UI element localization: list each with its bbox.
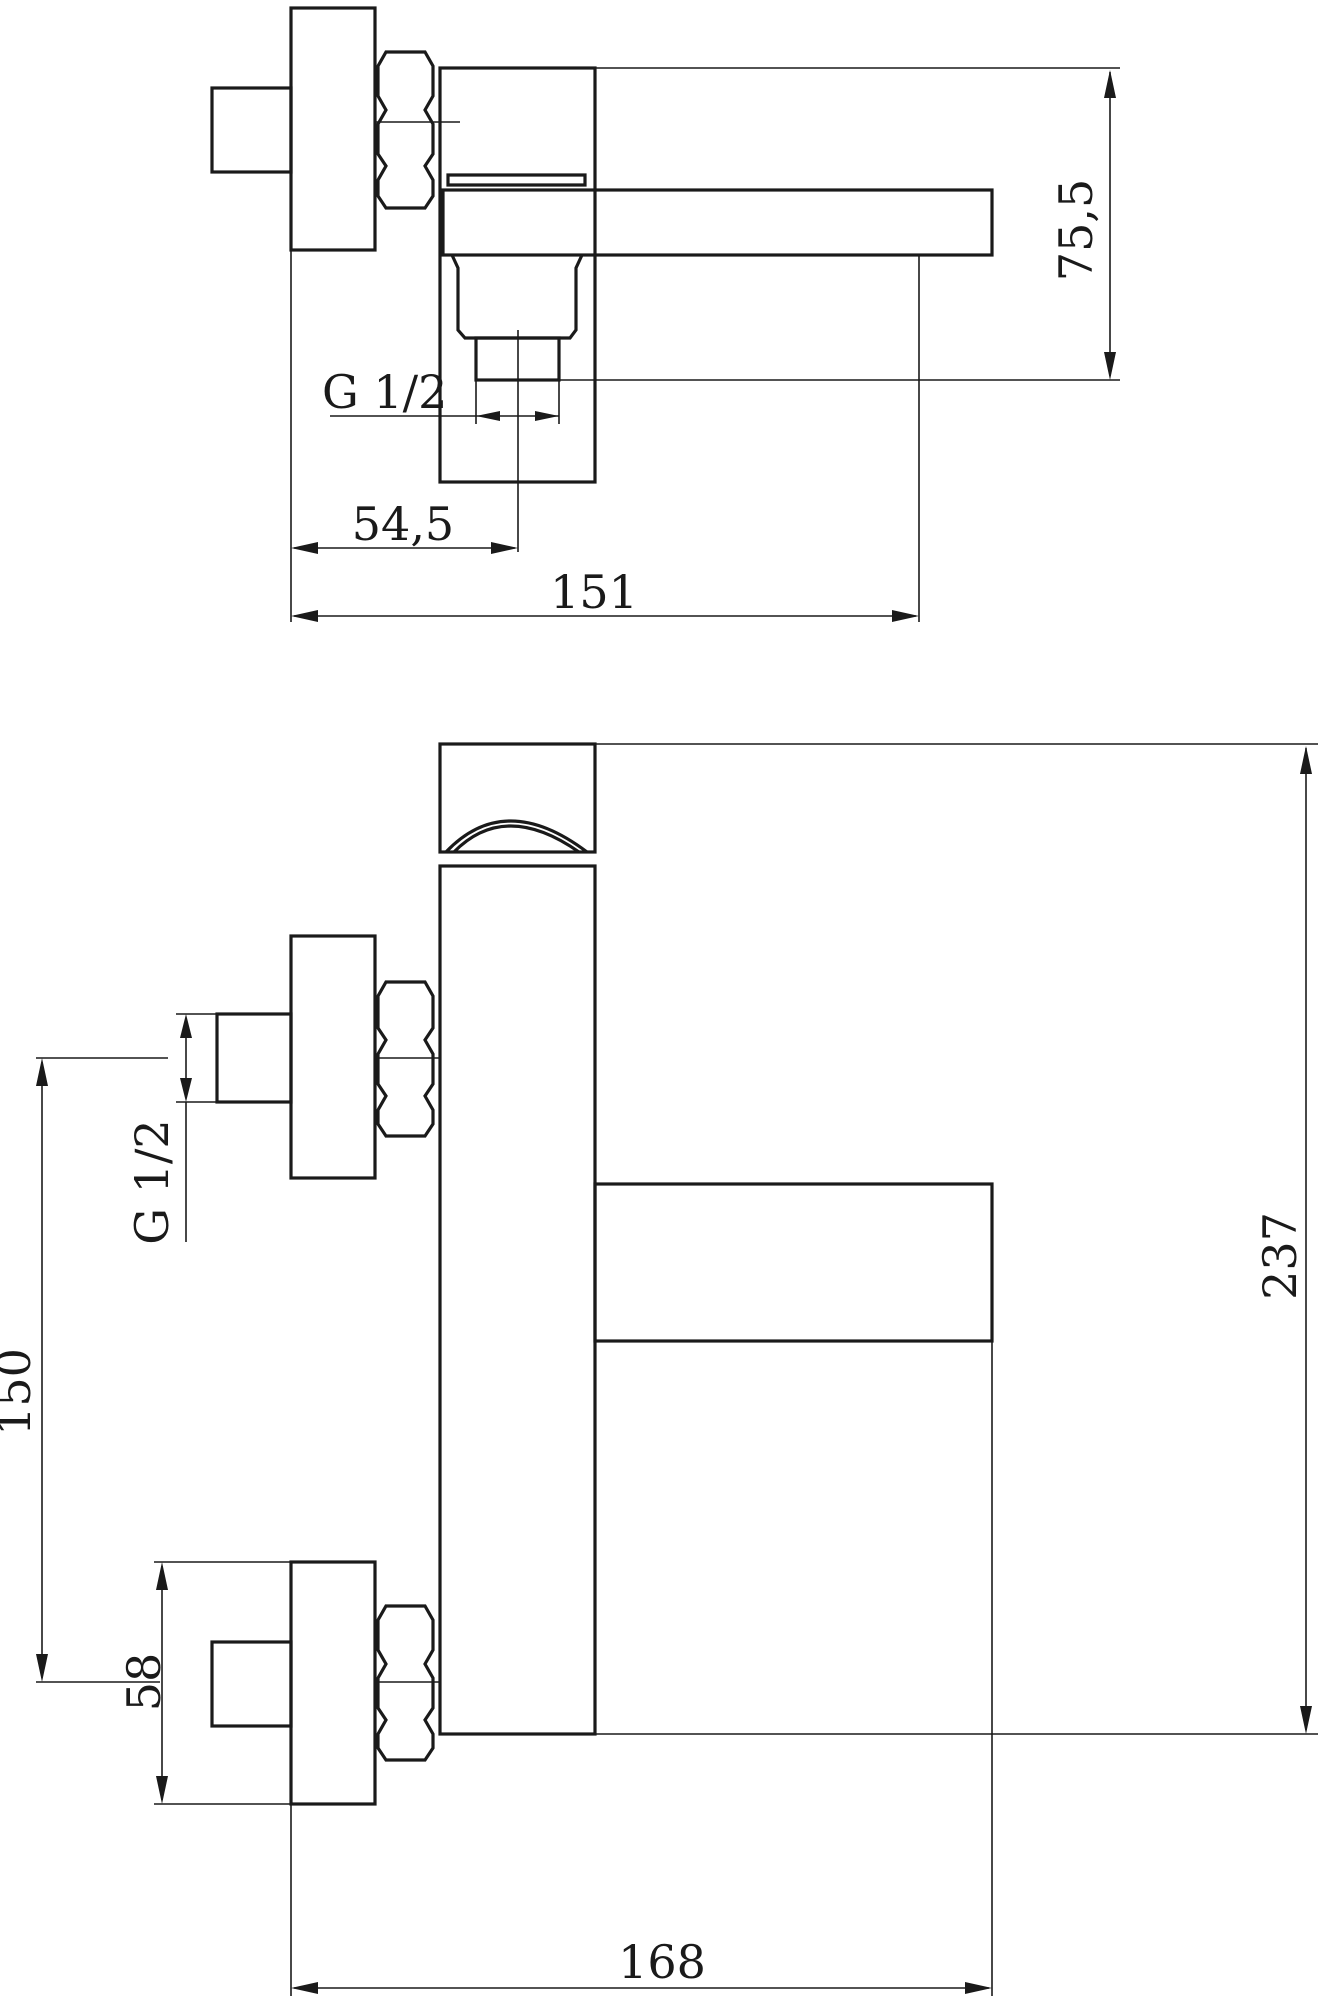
front-lower-nut [376,1604,435,1762]
top-arrow-151-right [892,610,919,622]
front-dim-spacing-label: 150 [0,1348,41,1436]
front-arrow-thread-down [180,1078,192,1102]
top-view: 75,5 G 1/2 54,5 151 [210,6,1120,622]
front-lower-stub [210,1640,293,1728]
front-lower-flange [289,1560,377,1806]
front-dim-flange-label: 58 [117,1653,171,1712]
top-wall-flange [289,6,377,252]
front-handle-cap [438,742,597,854]
top-dim-projection-label: 151 [550,565,638,619]
front-spout [593,1182,994,1343]
top-arrow-151-left [291,610,318,622]
front-arrow-58-up [156,1562,168,1590]
front-thread-label: G 1/2 [125,1119,179,1244]
top-dim-offset-label: 54,5 [352,497,454,551]
front-view: 237 G 1/2 150 58 168 [0,742,1318,1996]
top-arrow-54-left [291,542,318,554]
front-upper-nut [376,980,435,1138]
front-arrow-237-up [1300,746,1312,774]
front-arrow-150-up [36,1058,48,1086]
front-dim-width-label: 168 [618,1935,706,1989]
top-diverter-bottom [450,254,584,340]
front-arrow-168-left [291,1982,318,1994]
top-threaded-stub [210,86,293,174]
top-arrow-54-right [491,542,518,554]
front-upper-stub [215,1012,293,1104]
top-hex-nut [376,50,435,210]
front-arrow-237-down [1300,1706,1312,1734]
front-arrow-thread-up [180,1014,192,1038]
top-dim-height-label: 75,5 [1049,179,1103,281]
top-thread-label: G 1/2 [322,365,447,419]
top-arrow-thread-right [535,411,559,421]
top-diverter-housing [446,173,587,187]
top-arrow-thread-left [476,411,500,421]
front-arrow-58-down [156,1776,168,1804]
top-spout [441,188,994,257]
front-dim-height-label: 237 [1253,1212,1307,1300]
front-handle-arc [444,819,588,854]
top-arrow-75-up [1104,70,1116,98]
front-arrow-168-right [965,1982,992,1994]
front-arrow-150-down [36,1654,48,1682]
front-handle-arc-inner [452,824,580,854]
front-upper-flange [289,934,377,1180]
front-mixer-body [438,864,597,1736]
top-arrow-75-down [1104,352,1116,380]
